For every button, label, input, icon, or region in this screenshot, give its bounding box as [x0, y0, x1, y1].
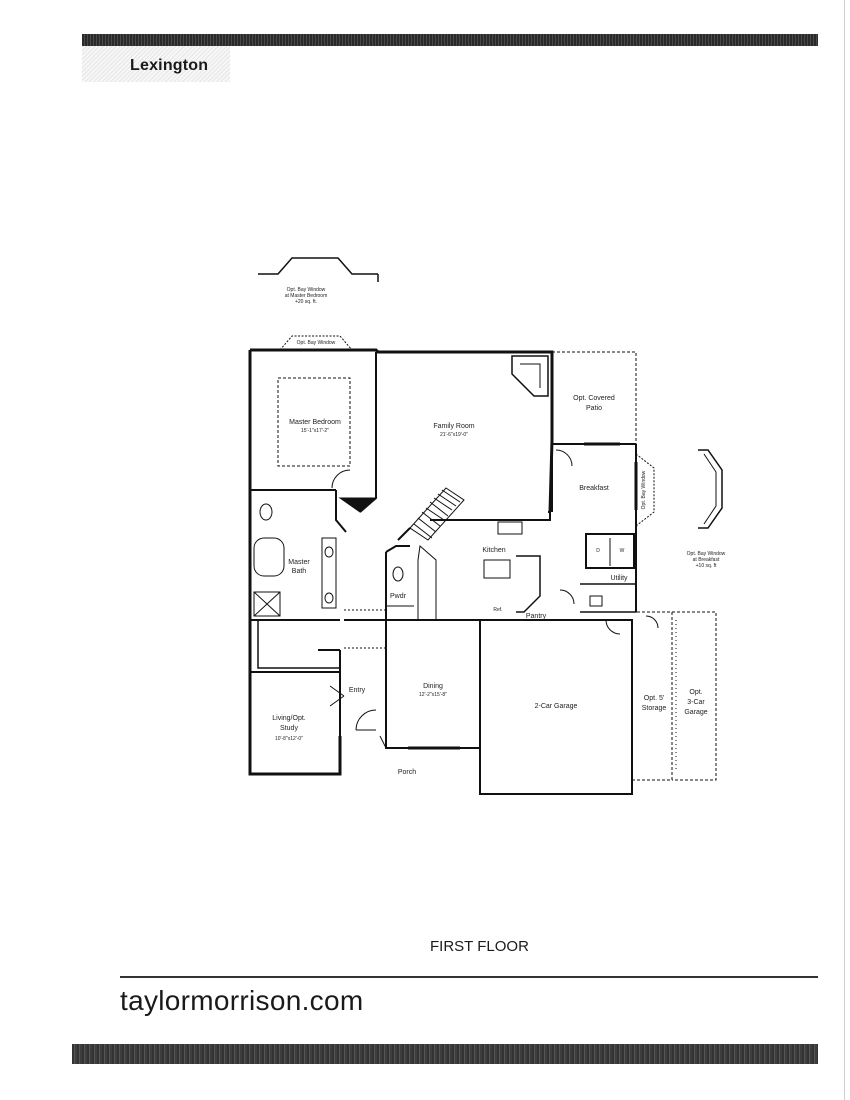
kitchen-counter	[430, 511, 551, 521]
title-tab	[82, 46, 230, 82]
washer-label: W	[620, 548, 625, 554]
bay-window-master-detail	[258, 257, 378, 275]
floor-label: FIRST FLOOR	[430, 938, 529, 955]
room-master-bedroom-size: 15'-1"x17'-2"	[301, 428, 329, 434]
page-edge	[844, 0, 845, 1100]
bay-note-breakfast-3: +10 sq. ft	[696, 563, 717, 569]
bay-note-breakfast-1: Opt. Bay Window	[687, 551, 726, 557]
room-family: Family Room	[433, 423, 474, 430]
bathtub	[253, 537, 285, 577]
room-pwdr: Pwdr	[390, 593, 407, 600]
fireplace	[511, 355, 549, 397]
bay-note-master-2: at Master Bedroom	[285, 293, 328, 299]
room-porch: Porch	[398, 769, 416, 776]
shower	[253, 591, 281, 617]
header-bar	[82, 34, 818, 46]
bay-window-breakfast	[698, 449, 723, 529]
room-study-1: Living/Opt.	[272, 715, 306, 722]
bay-window-master	[279, 335, 353, 351]
room-dining-size: 12'-2"x15'-8"	[419, 692, 447, 698]
room-kitchen: Kitchen	[482, 547, 505, 554]
room-garage3-3: Garage	[684, 709, 707, 716]
bay-note-master-3: +20 sq. ft.	[295, 299, 317, 305]
room-master-bath-2: Bath	[292, 568, 307, 575]
master-closet	[338, 497, 378, 513]
footer-bar	[72, 1044, 818, 1064]
footer-rule	[120, 976, 818, 978]
ref-label: Ref.	[493, 607, 502, 613]
bay-note-master-1: Opt. Bay Window	[287, 287, 326, 293]
room-study-2: Study	[280, 725, 298, 732]
room-utility: Utility	[610, 575, 628, 582]
room-garage3-2: 3-Car	[687, 699, 705, 706]
room-garage3-1: Opt.	[689, 689, 702, 696]
room-pantry: Pantry	[526, 613, 547, 620]
website-url: taylormorrison.com	[120, 985, 364, 1016]
room-storage-1: Opt. 5'	[644, 695, 664, 702]
room-patio-1: Opt. Covered	[573, 395, 615, 402]
front-door	[355, 709, 377, 731]
exterior-wall	[250, 348, 554, 513]
bay-note-breakfast-side: Opt. Bay Window	[641, 470, 647, 509]
room-entry: Entry	[349, 687, 366, 694]
room-dining: Dining	[423, 683, 443, 690]
tray-ceiling	[277, 377, 351, 467]
room-master-bedroom: Master Bedroom	[289, 419, 341, 426]
room-master-bath-1: Master	[288, 559, 310, 566]
toilet	[259, 503, 273, 521]
room-garage: 2-Car Garage	[535, 703, 578, 710]
room-storage-2: Storage	[642, 705, 667, 712]
dryer-label: D	[596, 548, 600, 554]
room-breakfast: Breakfast	[579, 485, 609, 492]
room-study-size: 10'-8"x12'-0"	[275, 736, 303, 742]
bay-window-breakfast-side	[635, 453, 655, 527]
bay-window-label: Opt. Bay Window	[297, 340, 336, 346]
room-family-size: 21'-6"x19'-0"	[440, 432, 468, 438]
plan-title: Lexington	[130, 57, 209, 74]
utility-room	[585, 533, 635, 569]
stairs	[409, 487, 465, 541]
kitchen-island	[483, 559, 511, 579]
bay-note-breakfast-2: at Breakfast	[693, 557, 720, 563]
room-patio-2: Patio	[586, 405, 602, 412]
